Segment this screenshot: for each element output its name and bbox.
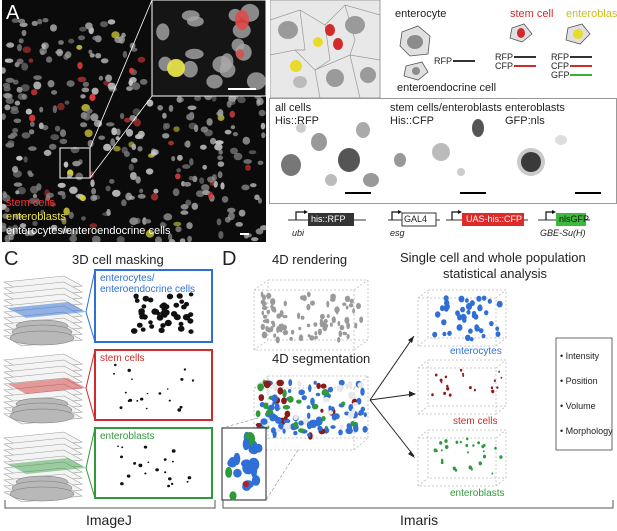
channel-gfp-image [501, 100, 613, 200]
label-cfp-eb: CFP [551, 61, 569, 71]
label-rfp-stem: RFP [495, 52, 513, 62]
legend-enteroblasts: enteroblasts [6, 211, 66, 223]
panel-c-title: 3D cell masking [72, 252, 164, 267]
zoom-region-box [59, 147, 91, 179]
construct-gbe: GBE-Su(H) [540, 228, 586, 238]
mask-label-stem: stem cells [100, 353, 145, 364]
channel-2-line2: His::CFP [390, 115, 434, 127]
analysis-title-line2: statistical analysis [443, 266, 548, 281]
construct-esg: esg [390, 228, 405, 238]
label-rfp-eb: RFP [551, 52, 569, 62]
imagej-bracket [4, 500, 216, 509]
panel-letter-a: A [6, 2, 20, 24]
construct-ubi: ubi [292, 228, 305, 238]
output-label-enterocytes: enterocytes [450, 346, 502, 357]
inset-scale-bar [228, 88, 256, 90]
channel-cfp-image [386, 100, 498, 200]
label-gfp-eb: GFP [551, 70, 570, 80]
panel-letter-d: D [222, 248, 237, 270]
stat-morphology: • Morphology [560, 426, 613, 436]
channel-2-line1: stem cells/enteroblasts [390, 102, 502, 114]
label-cfp-stem: CFP [495, 61, 513, 71]
channel-1-line1: all cells [275, 102, 312, 114]
stats-box [555, 337, 613, 451]
mask-label-enterocytes: enterocytes/ enteroendocrine cells [100, 273, 196, 295]
stat-intensity: • Intensity [560, 351, 600, 361]
label-enterocyte: enterocyte [395, 8, 447, 20]
stat-volume: • Volume [560, 401, 596, 411]
scale-bar [240, 233, 249, 235]
analysis-title-line1: Single cell and whole population [400, 250, 586, 265]
construct-gal4: GAL4 [404, 214, 428, 224]
construct-his-rfp: his::RFP [311, 214, 346, 224]
channel-rfp-image [271, 100, 383, 200]
panel-d-imaris [221, 279, 613, 501]
output-label-stem: stem cells [453, 416, 498, 427]
stats-list: • Intensity • Position • Volume • Morpho… [560, 344, 613, 444]
label-stem-cell: stem cell [510, 8, 554, 20]
legend-enterocytes: enterocytes/enteroendocrine cells [6, 225, 171, 237]
rendering-title: 4D rendering [272, 252, 348, 267]
panel-letter-c: C [4, 248, 19, 270]
construct-nlsgfp: nlsGFP [559, 214, 590, 224]
stat-position: • Position [560, 376, 598, 386]
construct-uas: UAS-his::CFP [466, 214, 523, 224]
mask-box-enteroblasts [94, 427, 213, 499]
panel-b-schematic [270, 0, 592, 99]
nuclei-field [2, 0, 266, 242]
label-enteroblast: enteroblast [566, 8, 617, 20]
output-label-enteroblasts: enteroblasts [450, 488, 505, 499]
label-enteroendocrine: enteroendocrine cell [397, 82, 497, 94]
channel-3-line2: GFP:nls [505, 115, 545, 127]
tissue-schematic [270, 0, 381, 99]
channel-3-line1: enteroblasts [505, 102, 565, 114]
segmentation-title: 4D segmentation [272, 351, 371, 366]
imaris-bracket [222, 500, 614, 509]
legend-stem-cells: stem cells [6, 197, 55, 209]
mask-label-enteroblasts: enteroblasts [100, 431, 155, 442]
label-rfp-enterocyte: RFP [434, 56, 452, 66]
panel-c-masking [3, 269, 213, 503]
genetic-constructs [288, 210, 590, 227]
mask-box-stem [94, 349, 213, 421]
imagej-label: ImageJ [86, 512, 132, 528]
channel-1-line2: His::RFP [275, 115, 319, 127]
imaris-label: Imaris [400, 512, 439, 528]
panel-a-micrograph [2, 0, 266, 242]
